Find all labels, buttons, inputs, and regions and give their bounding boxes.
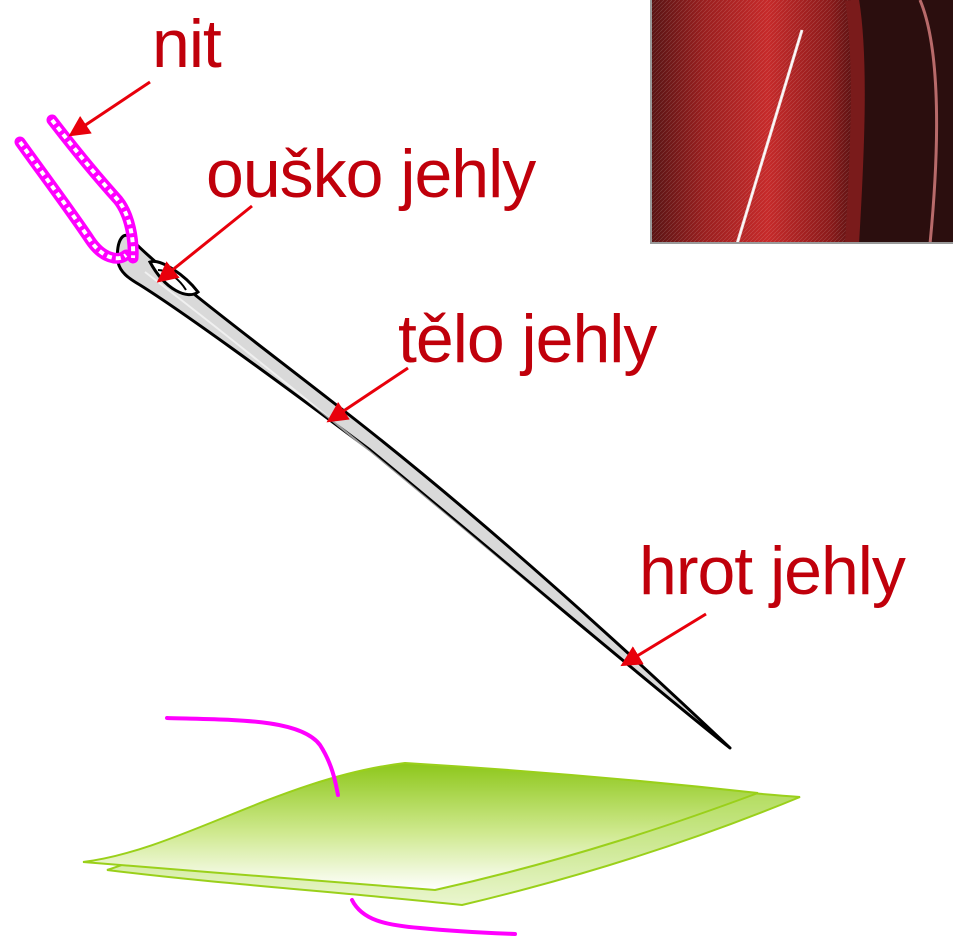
arrow-thread [72,82,150,134]
arrow-body [330,368,408,420]
label-thread: nit [152,10,221,78]
fabric-top-layer [83,763,758,890]
label-needle-eye: ouško jehly [206,140,535,208]
fabric [83,763,800,905]
arrow-eye [160,206,252,280]
arrow-tip [624,614,706,664]
thread [20,120,133,258]
needle-photo [650,0,953,244]
label-needle-body: tělo jehly [398,305,656,373]
stitch-thread-bottom [352,900,515,934]
label-needle-tip: hrot jehly [639,537,905,605]
